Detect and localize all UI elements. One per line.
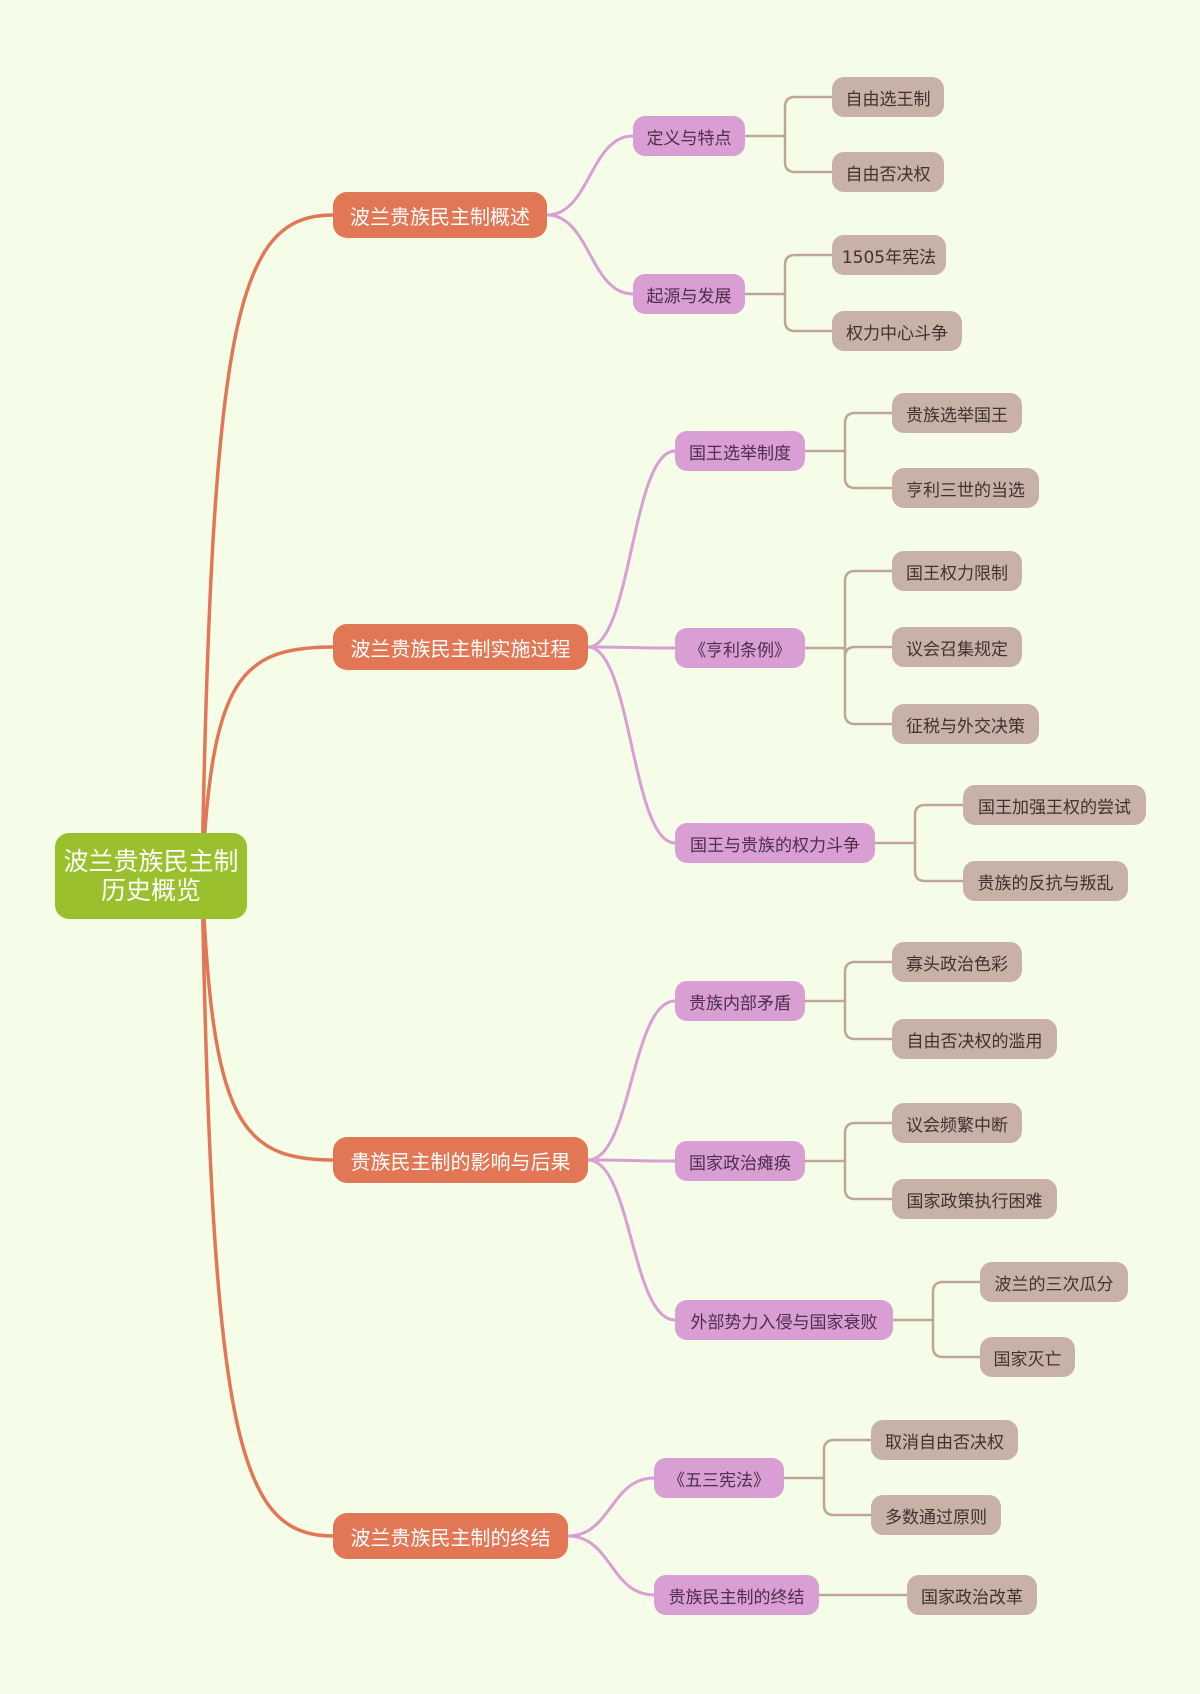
topic-connector xyxy=(586,1158,677,1163)
topic-node-definition[interactable]: 定义与特点 xyxy=(633,116,745,156)
leaf-connector xyxy=(931,1280,982,1322)
branch-node-end[interactable]: 波兰贵族民主制的终结 xyxy=(333,1513,568,1559)
leaf-node[interactable]: 自由选王制 xyxy=(832,77,944,117)
leaf-connector xyxy=(913,841,965,883)
leaf-connector xyxy=(843,999,894,1041)
topic-connector xyxy=(586,645,677,650)
branch-node-implementation[interactable]: 波兰贵族民主制实施过程 xyxy=(333,624,588,670)
topic-node-end-of-democracy[interactable]: 贵族民主制的终结 xyxy=(654,1575,819,1615)
topic-connector xyxy=(566,1476,656,1538)
branch-connector xyxy=(200,874,335,1162)
leaf-connector xyxy=(783,95,834,138)
leaf-node[interactable]: 自由否决权的滥用 xyxy=(892,1019,1057,1059)
leaf-connector xyxy=(843,1159,894,1201)
leaf-connector xyxy=(843,960,894,1003)
leaf-node[interactable]: 自由否决权 xyxy=(832,152,944,192)
leaf-connector xyxy=(783,134,834,174)
leaf-node[interactable]: 国家灭亡 xyxy=(980,1337,1075,1377)
topic-node-foreign-invasion[interactable]: 外部势力入侵与国家衰败 xyxy=(675,1300,893,1340)
leaf-node[interactable]: 取消自由否决权 xyxy=(871,1420,1018,1460)
leaf-node[interactable]: 寡头政治色彩 xyxy=(892,942,1022,982)
branch-connector xyxy=(200,213,335,878)
topic-node-power-struggle[interactable]: 国王与贵族的权力斗争 xyxy=(675,823,875,863)
topic-node-may-constitution[interactable]: 《五三宪法》 xyxy=(654,1458,784,1498)
leaf-node[interactable]: 亨利三世的当选 xyxy=(892,468,1039,508)
leaf-node[interactable]: 征税与外交决策 xyxy=(892,704,1039,744)
topic-connector xyxy=(586,449,677,649)
topic-node-election[interactable]: 国王选举制度 xyxy=(675,431,805,471)
branch-connector xyxy=(200,645,335,878)
leaf-connector xyxy=(843,411,894,453)
leaf-connector xyxy=(913,803,965,845)
topic-node-henrician-articles[interactable]: 《亨利条例》 xyxy=(675,628,805,668)
topic-connector xyxy=(545,213,635,296)
leaf-node[interactable]: 贵族选举国王 xyxy=(892,393,1022,433)
leaf-connector xyxy=(822,1476,873,1517)
topic-connector xyxy=(586,1158,677,1322)
topic-node-paralysis[interactable]: 国家政治瘫痪 xyxy=(675,1141,805,1181)
leaf-node[interactable]: 议会频繁中断 xyxy=(892,1103,1022,1143)
leaf-node[interactable]: 多数通过原则 xyxy=(871,1495,1001,1535)
topic-node-origin[interactable]: 起源与发展 xyxy=(633,274,745,314)
leaf-connector xyxy=(843,645,894,658)
topic-connector xyxy=(545,134,635,217)
leaf-node[interactable]: 国王权力限制 xyxy=(892,551,1022,591)
topic-connector xyxy=(566,1534,656,1597)
topic-connector xyxy=(586,999,677,1162)
leaf-node[interactable]: 贵族的反抗与叛乱 xyxy=(963,861,1128,901)
leaf-node[interactable]: 国家政策执行困难 xyxy=(892,1179,1057,1219)
leaf-connector xyxy=(843,1121,894,1163)
leaf-node[interactable]: 波兰的三次瓜分 xyxy=(980,1262,1128,1302)
leaf-node[interactable]: 国王加强王权的尝试 xyxy=(963,785,1146,825)
leaf-connector xyxy=(783,292,834,333)
topic-connector xyxy=(586,645,677,845)
leaf-node[interactable]: 议会召集规定 xyxy=(892,627,1022,667)
leaf-connector xyxy=(843,449,894,490)
leaf-connector xyxy=(931,1318,982,1359)
branch-node-consequences[interactable]: 贵族民主制的影响与后果 xyxy=(333,1137,588,1183)
leaf-connector xyxy=(843,646,894,726)
branch-node-overview[interactable]: 波兰贵族民主制概述 xyxy=(333,192,547,238)
branch-connector xyxy=(200,874,335,1538)
leaf-node[interactable]: 国家政治改革 xyxy=(907,1575,1037,1615)
leaf-node[interactable]: 1505年宪法 xyxy=(832,235,946,275)
leaf-connector xyxy=(783,253,834,296)
root-node[interactable]: 波兰贵族民主制历史概览 xyxy=(55,833,247,919)
topic-node-internal-conflict[interactable]: 贵族内部矛盾 xyxy=(675,981,805,1021)
leaf-connector xyxy=(822,1438,873,1480)
leaf-connector xyxy=(843,569,894,650)
leaf-node[interactable]: 权力中心斗争 xyxy=(832,311,962,351)
